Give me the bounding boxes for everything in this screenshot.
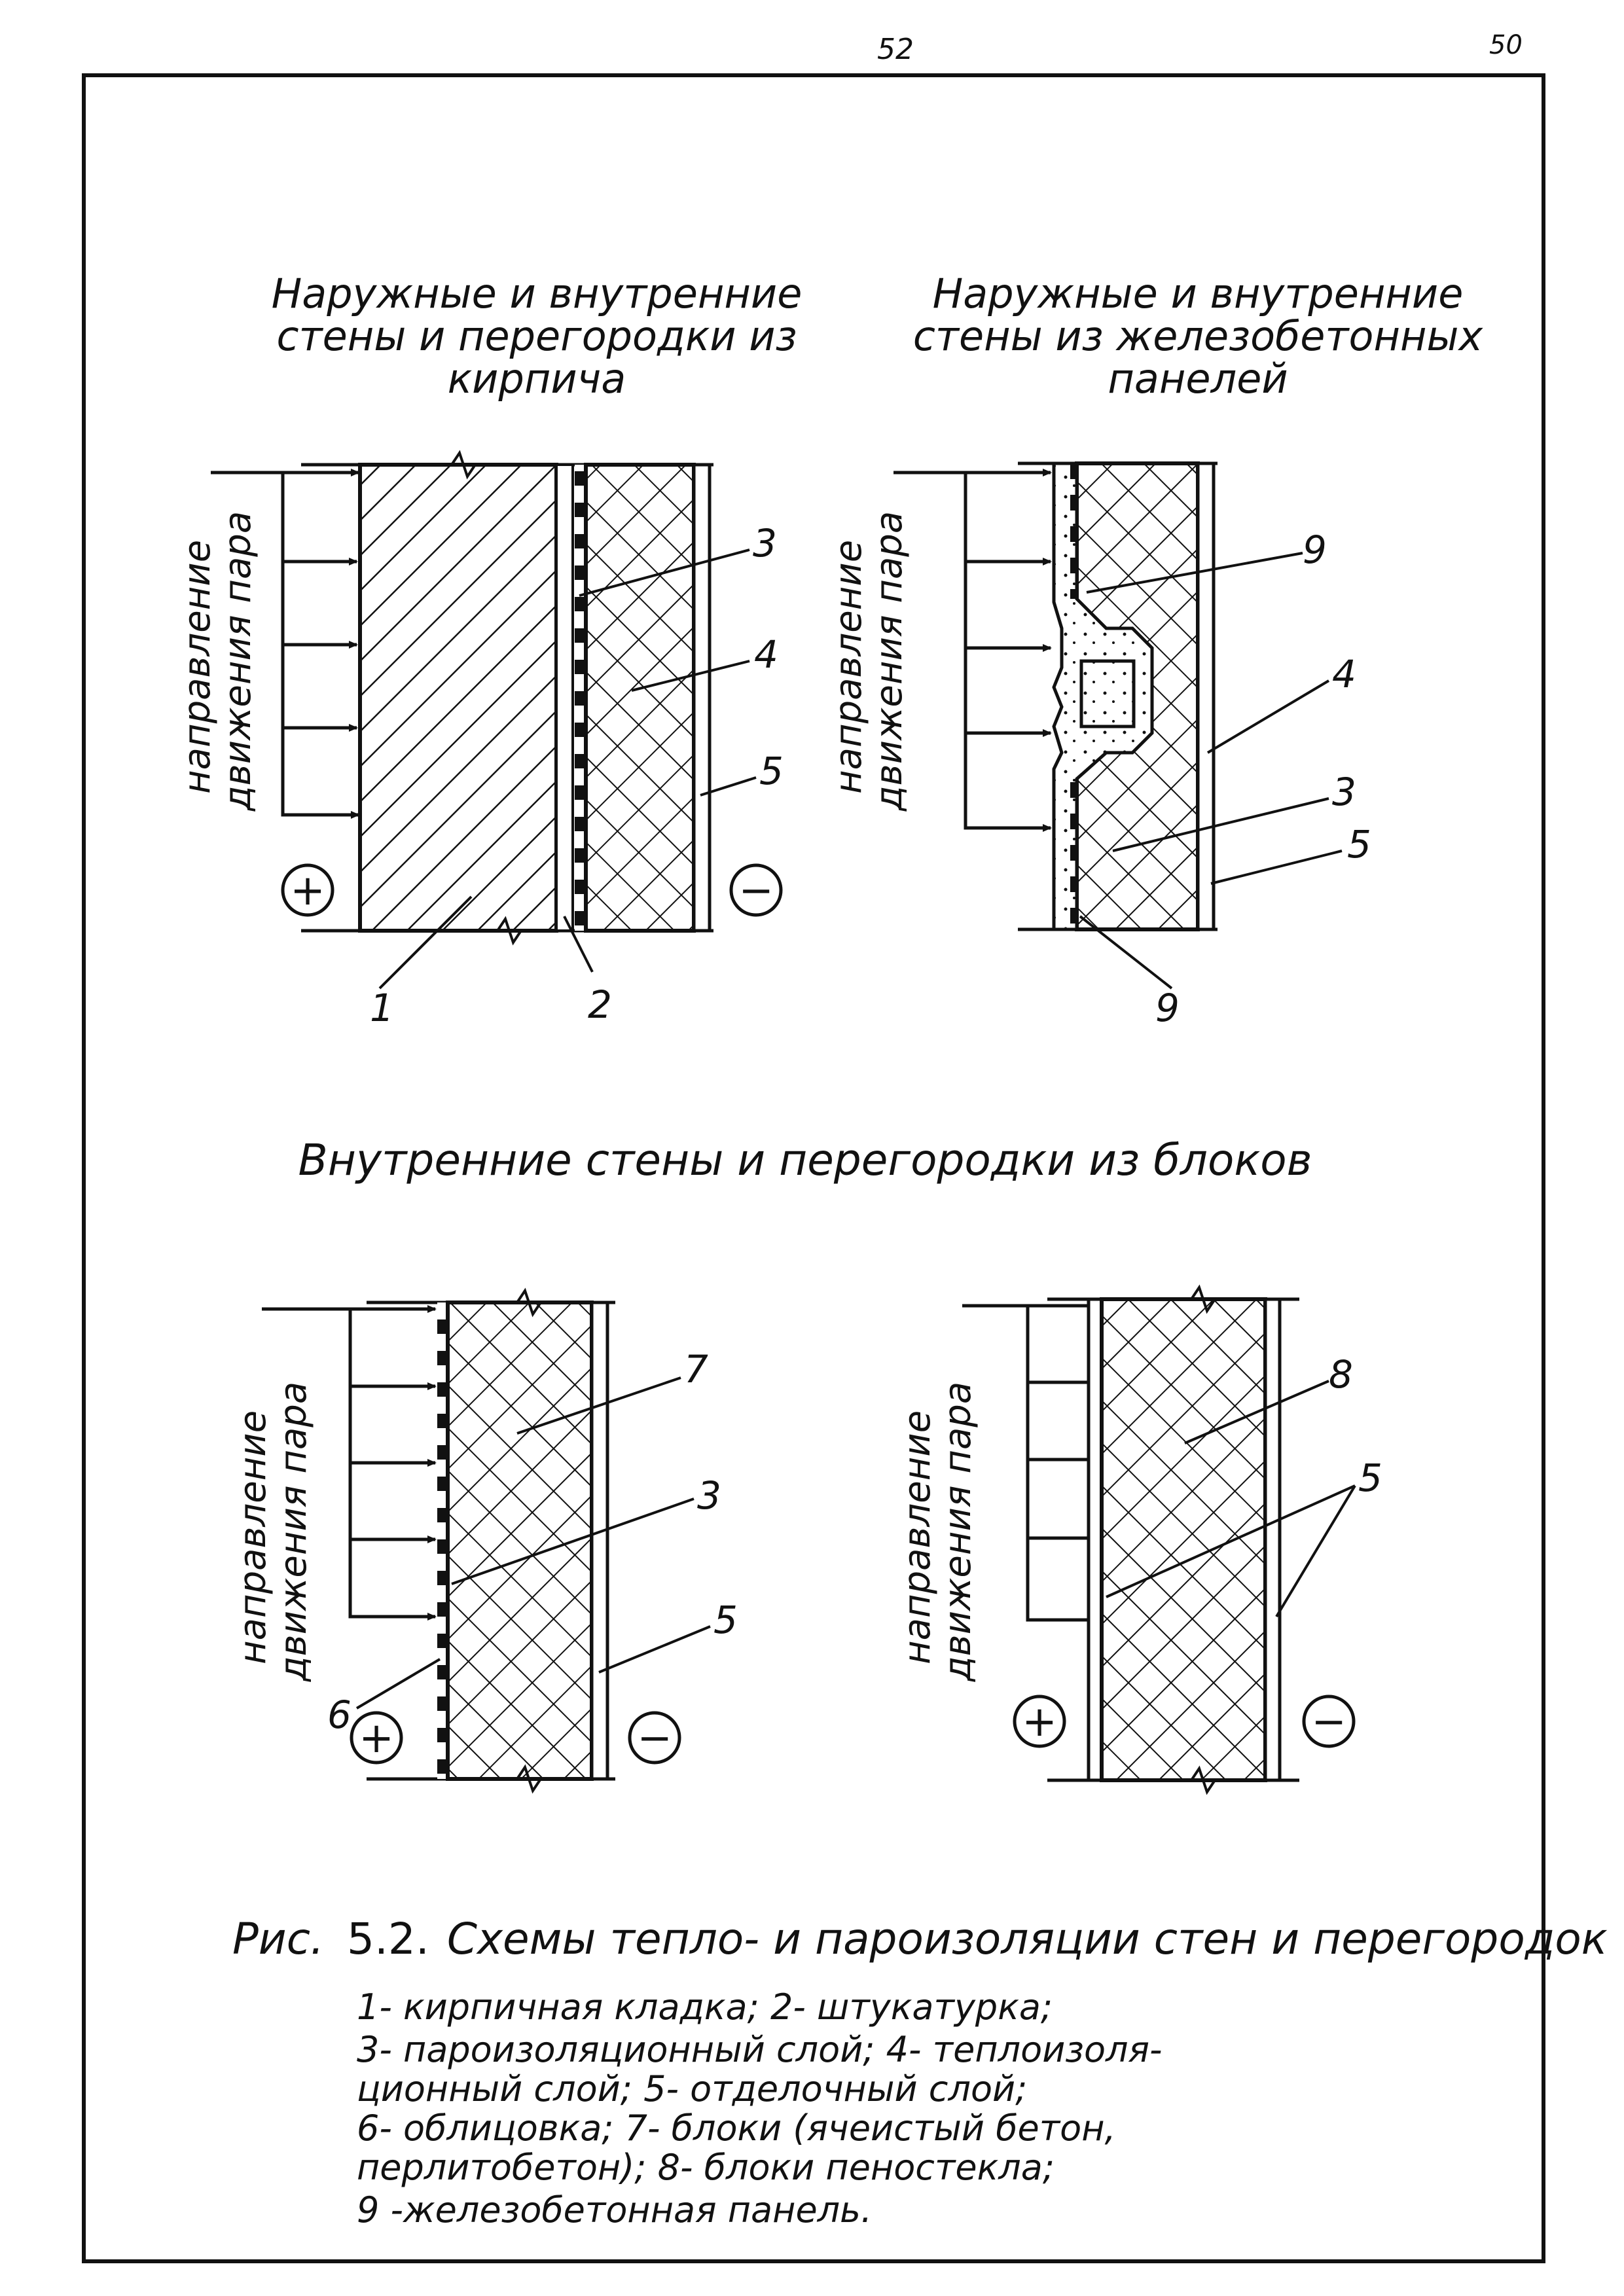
diagram-brick-wall: направление движения пара + − — [176, 450, 784, 1030]
svg-text:панелей: панелей — [1108, 355, 1288, 403]
vapor-direction-label: направление движения пара — [176, 511, 259, 812]
diagram-cellular-blocks: направление движения пара + − 7 3 — [232, 1287, 738, 1794]
vapor-arrows-b — [893, 469, 1052, 832]
callout-6: 6 — [327, 1693, 352, 1737]
callout-leaders — [378, 548, 757, 990]
vapor-arrows-d — [962, 1302, 1101, 1624]
callout-5: 5 — [759, 749, 784, 793]
callout-5-c: 5 — [713, 1598, 738, 1642]
callout-1: 1 — [370, 986, 394, 1030]
callout-leaders-c — [355, 1376, 711, 1710]
vapor-direction-label-b: направление движения пара — [827, 511, 911, 812]
cladding-layer — [437, 1302, 446, 1779]
warm-side-sign-c — [350, 1711, 403, 1765]
warm-side-symbol-d: + — [1022, 1698, 1057, 1746]
callout-4-b: 4 — [1332, 652, 1356, 696]
callout-5-b: 5 — [1347, 822, 1371, 867]
page-number-left: 52 — [877, 33, 914, 66]
figure-caption: Рис. 5.2. Схемы тепло- и пароизоляции ст… — [232, 1914, 1608, 2231]
panel-section-title: Наружные и внутренние стены из железобет… — [913, 270, 1484, 403]
caption-title: Рис. 5.2. Схемы тепло- и пароизоляции ст… — [232, 1914, 1608, 1964]
vapor-arrows-c — [262, 1305, 437, 1621]
caption-legend: 1- кирпичная кладка; 2- штукатурка; 3- п… — [357, 1986, 1163, 2231]
vapor-barrier-layer — [575, 465, 584, 931]
foam-glass-block-layer — [1100, 1297, 1267, 1782]
brick-masonry-layer — [358, 463, 558, 933]
svg-text:стены и перегородки из: стены и перегородки из — [276, 312, 797, 360]
cold-side-sign — [729, 863, 783, 917]
panel-finish-layer — [1196, 461, 1216, 931]
callout-9-top: 9 — [1303, 528, 1327, 572]
cold-side-sign-d — [1302, 1695, 1356, 1748]
svg-text:9 -железобетонная панель.: 9 -железобетонная панель. — [357, 2189, 872, 2231]
cold-side-sign-c — [628, 1711, 681, 1765]
callout-3: 3 — [753, 521, 777, 565]
callout-9-bottom: 9 — [1155, 986, 1180, 1030]
warm-side-sign — [281, 863, 334, 917]
callout-4: 4 — [754, 632, 778, 677]
cellular-block-layer — [446, 1300, 594, 1781]
callout-leaders-d — [1106, 1380, 1356, 1618]
plaster-layer — [555, 463, 574, 932]
svg-text:Наружные и внутренние: Наружные и внутренние — [272, 270, 803, 317]
warm-side-symbol-c: + — [359, 1714, 394, 1763]
cold-side-symbol-d: − — [1311, 1698, 1346, 1746]
callout-3-c: 3 — [697, 1473, 721, 1518]
svg-text:Наружные и внутренние: Наружные и внутренние — [933, 270, 1464, 317]
finish-layer — [692, 463, 712, 933]
callout-2: 2 — [588, 982, 612, 1027]
brick-section-title: Наружные и внутренние стены и перегородк… — [272, 270, 803, 403]
callout-leaders-b — [1079, 552, 1343, 990]
sheet-frame — [82, 73, 1545, 2263]
vapor-arrows — [211, 469, 360, 819]
cold-side-symbol-c: − — [637, 1714, 672, 1763]
svg-text:3- пароизоляционный слой; 4- т: 3- пароизоляционный слой; 4- теплоизоля- — [357, 2029, 1163, 2070]
page-number-right: 50 — [1489, 30, 1523, 60]
svg-text:кирпича: кирпича — [448, 355, 626, 403]
warm-side-sign-d — [1013, 1695, 1066, 1748]
svg-text:перлитобетон); 8- блоки пеност: перлитобетон); 8- блоки пеностекла; — [357, 2147, 1055, 2188]
svg-text:стены из железобетонных: стены из железобетонных — [913, 312, 1484, 360]
vapor-direction-label-c: направление движения пара — [232, 1382, 315, 1682]
insulation-layer — [584, 463, 696, 933]
callout-5-d: 5 — [1358, 1456, 1382, 1500]
diagram-foam-glass-blocks: направление движения пара + − 8 5 — [896, 1284, 1382, 1795]
blocks-section-title: Внутренние стены и перегородки из блоков — [298, 1135, 1312, 1185]
svg-text:6- облицовка; 7- блоки (ячеист: 6- облицовка; 7- блоки (ячеистый бетон, — [357, 2108, 1116, 2149]
warm-side-symbol: + — [290, 867, 325, 915]
callout-8: 8 — [1329, 1352, 1353, 1397]
callout-3-b: 3 — [1332, 770, 1356, 814]
panel-joint-block — [1079, 659, 1136, 728]
cold-side-symbol: − — [738, 867, 774, 915]
svg-text:1- кирпичная кладка; 2- штукат: 1- кирпичная кладка; 2- штукатурка; — [357, 1986, 1053, 2028]
vapor-direction-label-d: направление движения пара — [896, 1382, 979, 1682]
callout-7: 7 — [684, 1347, 708, 1391]
svg-text:ционный слой; 5- отделочный сл: ционный слой; 5- отделочный слой; — [357, 2068, 1027, 2109]
finish-layer-d-right — [1263, 1297, 1282, 1782]
finish-layer-c — [590, 1300, 609, 1781]
diagram-concrete-panel: направление движения пара 9 4 3 — [827, 461, 1371, 1030]
